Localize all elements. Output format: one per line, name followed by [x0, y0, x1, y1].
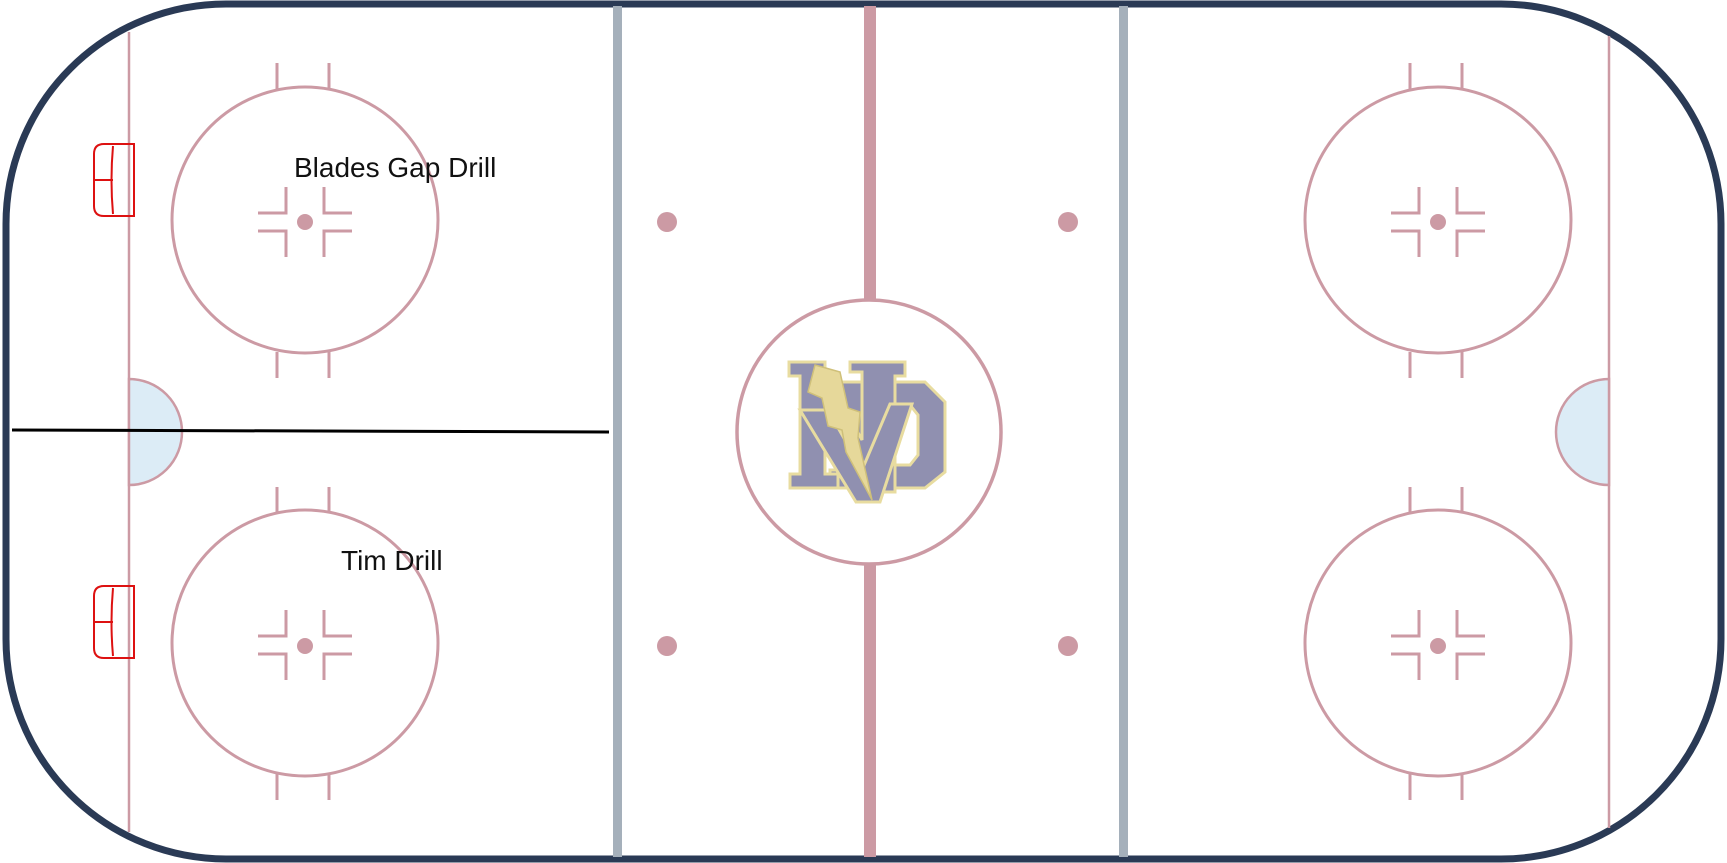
drill-label-bottom: Tim Drill — [341, 545, 443, 576]
neutral-dot-top-left — [657, 212, 677, 232]
right-blue-line — [1119, 6, 1128, 857]
drill-label-top: Blades Gap Drill — [294, 152, 497, 183]
neutral-dot-bottom-right — [1058, 636, 1078, 656]
faceoff-circle-bottom-left — [170, 487, 440, 800]
neutral-dot-bottom-left — [657, 636, 677, 656]
neutral-dot-top-right — [1058, 212, 1078, 232]
lightning-bolt-icon — [807, 364, 873, 501]
faceoff-circle-top-left — [170, 63, 440, 378]
center-ice-logo — [787, 360, 947, 504]
zone-divider-line — [11, 428, 610, 434]
faceoff-circle-bottom-right — [1303, 487, 1573, 800]
faceoff-circle-top-right — [1303, 63, 1573, 378]
goal-net-top-left — [93, 143, 135, 217]
left-blue-line — [613, 6, 622, 857]
right-goal-crease — [1554, 377, 1611, 487]
left-goal-crease — [127, 377, 184, 487]
goal-net-bottom-left — [93, 585, 135, 659]
